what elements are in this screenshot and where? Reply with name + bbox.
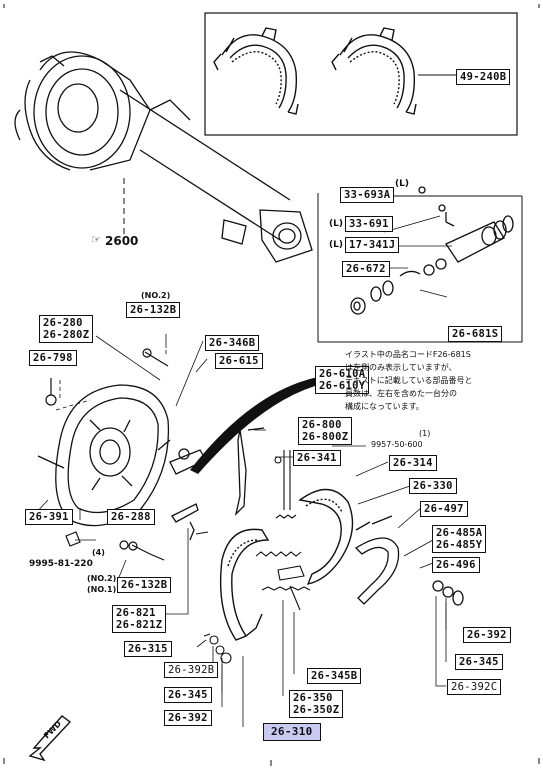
japanese-note: イラスト中の品名コードF26-681S は左側のみ表示していますが、 テキストに… <box>345 348 473 413</box>
qty-tag: (4) <box>92 548 105 557</box>
part-label-33-693A[interactable]: 33-693A <box>340 187 395 203</box>
part-label-line: 26-350 <box>293 692 333 704</box>
part-label-26-314[interactable]: 26-314 <box>389 455 437 471</box>
qty-tag-no1: (NO.1) <box>87 585 117 594</box>
adjuster-lever-icon <box>354 515 464 606</box>
part-label-26-288[interactable]: 26-288 <box>107 509 155 525</box>
brake-shoe-leading-icon <box>219 528 270 641</box>
part-label-26-497[interactable]: 26-497 <box>420 501 468 517</box>
bolt-icon <box>45 348 169 561</box>
note-line: イラスト中の品名コードF26-681S <box>345 350 471 359</box>
part-label-line: 26-610A <box>319 368 366 380</box>
part-label-26-800[interactable]: 26-800 26-800Z <box>298 417 353 445</box>
part-label-line: 26-821 <box>116 607 156 619</box>
side-tag-left: (L) <box>395 179 409 189</box>
part-label-9957-50-600[interactable]: 9957-50-600 <box>371 440 423 449</box>
brake-shoe-kit-box <box>204 12 518 136</box>
part-label-26-315[interactable]: 26-315 <box>124 641 172 657</box>
parking-brake-lever-icon <box>157 427 265 541</box>
part-label-49-240B[interactable]: 49-240B <box>456 69 511 85</box>
part-label-26-330[interactable]: 26-330 <box>409 478 457 494</box>
qty-tag-no2: (NO.2) <box>141 291 171 300</box>
parking-shoe-left-icon <box>213 27 299 115</box>
part-label-26-485A[interactable]: 26-485A 26-485Y <box>432 525 487 553</box>
reference-arrow-icon: ☞ <box>91 233 101 246</box>
part-label-26-391[interactable]: 26-391 <box>25 509 73 525</box>
part-label-26-280[interactable]: 26-280 26-280Z <box>39 315 94 343</box>
rear-axle-housing-icon <box>14 51 313 263</box>
part-label-line: 26-350Z <box>293 704 340 716</box>
part-label-26-798[interactable]: 26-798 <box>29 350 77 366</box>
backing-plate-icon <box>37 384 170 527</box>
part-label-26-672[interactable]: 26-672 <box>342 261 390 277</box>
part-label-26-392[interactable]: 26-392 <box>164 710 212 726</box>
part-label-26-345[interactable]: 26-345 <box>455 654 503 670</box>
note-line: 員数は、左右を含めた一台分の <box>345 389 457 398</box>
part-label-26-392B[interactable]: 26-392B <box>164 662 219 678</box>
part-label-26-496[interactable]: 26-496 <box>432 557 480 573</box>
part-label-26-821[interactable]: 26-821 26-821Z <box>112 605 167 633</box>
part-label-26-346B[interactable]: 26-346B <box>205 335 260 351</box>
part-label-26-615[interactable]: 26-615 <box>215 353 263 369</box>
wheel-cylinder-kit-bracket <box>317 193 523 343</box>
parking-shoe-right-icon <box>331 27 417 115</box>
part-label-33-691[interactable]: 33-691 <box>345 216 393 232</box>
fwd-arrow-icon <box>28 715 72 762</box>
wheel-cylinder-icon <box>350 186 514 315</box>
part-label-26-350[interactable]: 26-350 26-350Z <box>289 690 344 718</box>
side-tag-left: (L) <box>329 219 343 229</box>
part-label-26-132B[interactable]: 26-132B <box>117 577 172 593</box>
brake-shoe-trailing-icon <box>298 488 354 585</box>
part-label-line: 26-821Z <box>116 619 163 631</box>
part-label-line: 26-800 <box>302 419 342 431</box>
lever-indicator-arc <box>190 374 338 474</box>
part-label-26-310[interactable]: 26-310 <box>263 723 321 741</box>
frame-marks <box>3 4 540 766</box>
part-label-26-345B[interactable]: 26-345B <box>307 668 362 684</box>
note-line: は左側のみ表示していますが、 <box>345 363 457 372</box>
part-label-26-610A[interactable]: 26-610A 26-610Y <box>315 366 370 394</box>
part-label-line: 26-280 <box>43 317 83 329</box>
side-tag-left: (L) <box>329 240 343 250</box>
part-label-26-681S[interactable]: 26-681S <box>448 326 503 342</box>
part-label-line: 26-485Y <box>436 539 483 551</box>
part-label-26-392[interactable]: 26-392 <box>463 627 511 643</box>
part-label-line: 26-280Z <box>43 329 90 341</box>
qty-tag: (1) <box>419 429 431 438</box>
qty-tag-no2: (NO.2) <box>87 574 117 583</box>
part-label-9995-81-220[interactable]: 9995-81-220 <box>29 559 93 569</box>
part-label-line: 26-800Z <box>302 431 349 443</box>
part-label-26-132B[interactable]: 26-132B <box>126 302 181 318</box>
part-label-26-392C[interactable]: 26-392C <box>447 679 502 695</box>
springs-pins-icon <box>195 450 311 664</box>
part-label-line: 26-485A <box>436 527 483 539</box>
part-label-26-345[interactable]: 26-345 <box>164 687 212 703</box>
note-line: テキストに記載している部品番号と <box>345 376 473 385</box>
ref-label-2600[interactable]: 2600 <box>105 234 139 248</box>
part-label-line: 26-610Y <box>319 380 366 392</box>
note-line: 構成になっています。 <box>345 402 424 411</box>
part-label-26-341[interactable]: 26-341 <box>293 450 341 466</box>
part-label-17-341J[interactable]: 17-341J <box>345 237 400 253</box>
